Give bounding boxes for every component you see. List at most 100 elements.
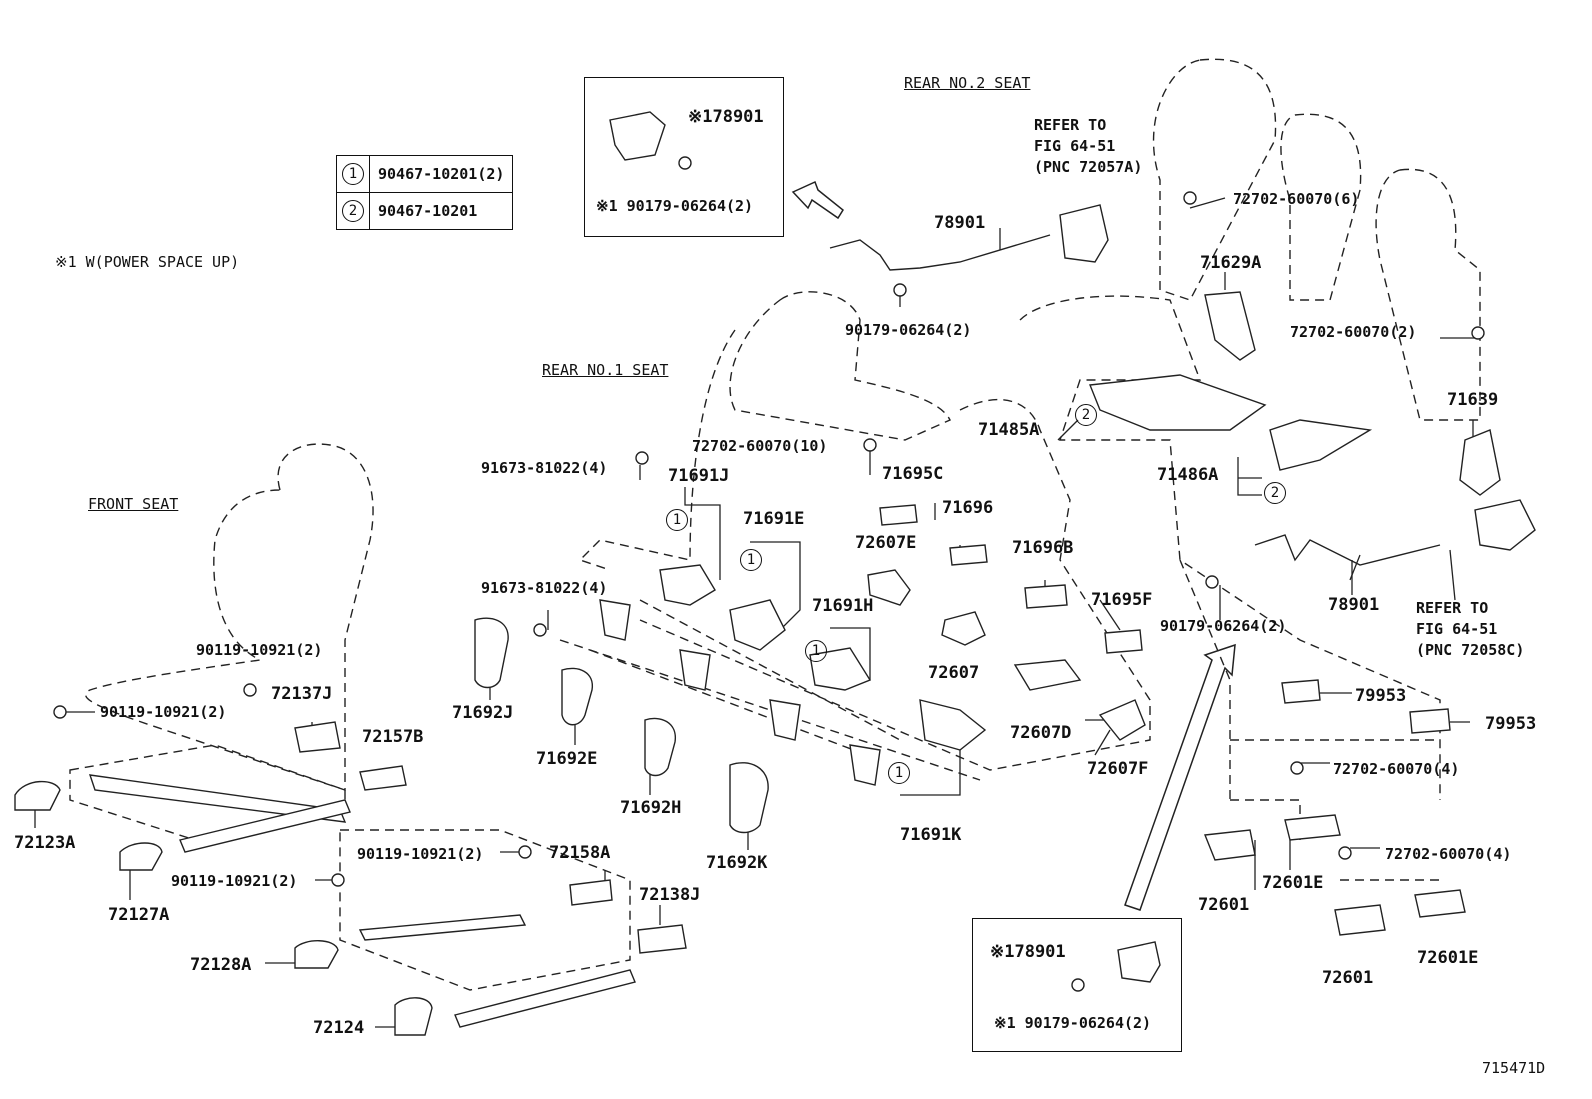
inset-box-bottom	[972, 918, 1182, 1052]
bolt-72702-10	[863, 438, 877, 452]
section-rear2-seat: REAR NO.2 SEAT	[904, 74, 1031, 92]
label-78901-top: 78901	[934, 213, 986, 233]
panel-71485a	[1089, 374, 1267, 431]
callout-1: 1	[888, 762, 910, 784]
cover-72127a	[119, 842, 163, 871]
label-72128a: 72128A	[190, 955, 252, 975]
bolt-front-3	[518, 845, 532, 859]
label-79953-b: 79953	[1485, 714, 1537, 734]
label-72702-4b: 72702-60070(4)	[1385, 845, 1512, 863]
callout-1: 1	[805, 640, 827, 662]
inset-bottom-part: ※178901	[990, 942, 1066, 962]
section-rear1-seat: REAR NO.1 SEAT	[542, 361, 669, 379]
rear1-seat-outline	[578, 329, 736, 571]
bracket-71691k	[919, 699, 987, 751]
legend-part: 90467-10201	[368, 192, 514, 230]
bracket-71629a	[1204, 291, 1256, 361]
label-71691j: 71691J	[668, 466, 730, 486]
callout-1: 1	[740, 549, 762, 571]
rear2-seat-back-1	[1152, 58, 1277, 301]
label-72158a: 72158A	[549, 843, 611, 863]
refer-top-line2: FIG 64-51	[1034, 137, 1116, 155]
callout-2: 2	[1075, 404, 1097, 426]
front-rail-1	[88, 774, 347, 823]
bracket-71691j	[659, 564, 716, 606]
label-90119-a: 90119-10921(2)	[196, 641, 323, 659]
nut-90179-top	[893, 283, 907, 297]
rear1-seat-back	[729, 291, 951, 441]
label-72702-6: 72702-60070(6)	[1233, 190, 1360, 208]
label-72123a: 72123A	[14, 833, 76, 853]
cover-71692e	[561, 667, 593, 726]
section-front-seat: FRONT SEAT	[88, 495, 179, 513]
label-71692e: 71692E	[536, 749, 598, 769]
inset-bottom-nut	[1071, 978, 1085, 992]
legend-row: 2 90467-10201	[336, 192, 514, 230]
cover-72137j	[294, 721, 341, 753]
bracket-72601e-a	[1284, 814, 1341, 841]
refer-top-line1: REFER TO	[1034, 116, 1107, 134]
rear1-rail-dash-1	[559, 639, 981, 781]
front-seat-outline	[84, 443, 374, 791]
label-79953-a: 79953	[1355, 686, 1407, 706]
label-72601e-a: 72601E	[1262, 873, 1324, 893]
bracket-72601-b	[1334, 904, 1386, 936]
label-71695f: 71695F	[1091, 590, 1153, 610]
rear1-cushion	[639, 398, 1151, 771]
label-71692h: 71692H	[620, 798, 682, 818]
cover-71695c	[879, 504, 918, 526]
legend-part: 90467-10201(2)	[368, 155, 514, 193]
cable-78901-top	[829, 234, 1051, 271]
label-71692j: 71692J	[452, 703, 514, 723]
bracket-71486a	[1269, 419, 1373, 471]
figure-id: 715471D	[1482, 1059, 1546, 1077]
front-rail-4	[454, 969, 636, 1028]
legend-symbol: 1	[342, 163, 364, 185]
label-91673-b: 91673-81022(4)	[481, 579, 608, 597]
bracket-72601e-b	[1414, 889, 1466, 918]
label-72601-a: 72601	[1198, 895, 1250, 915]
label-72127a: 72127A	[108, 905, 170, 925]
legend-symbol: 2	[342, 200, 364, 222]
cover-71695f	[1104, 629, 1143, 654]
label-72157b: 72157B	[362, 727, 424, 747]
label-71691k: 71691K	[900, 825, 962, 845]
label-71691e: 71691E	[743, 509, 805, 529]
label-72607e: 72607E	[855, 533, 917, 553]
rail-bracket-1	[599, 599, 631, 641]
label-72607d: 72607D	[1010, 723, 1072, 743]
bolt-front-2	[243, 683, 257, 697]
rear1-rail-dash-2	[589, 649, 881, 761]
cover-71692h	[644, 717, 676, 777]
bolt-91673-b	[533, 623, 547, 637]
bracket-72607f	[1098, 699, 1146, 741]
inset-top-part: ※178901	[688, 107, 764, 127]
refer-right-line3: (PNC 72058C)	[1416, 641, 1525, 659]
rail-bracket-3	[769, 699, 801, 741]
legend-table: 1 90467-10201(2) 2 90467-10201	[336, 155, 514, 230]
bracket-72601-a	[1204, 829, 1256, 861]
label-72702-4a: 72702-60070(4)	[1333, 760, 1460, 778]
bolt-front-1	[53, 705, 67, 719]
refer-top-line3: (PNC 72057A)	[1034, 158, 1143, 176]
cover-72157b	[359, 765, 407, 791]
nut-90179-right	[1205, 575, 1219, 589]
label-72607f: 72607F	[1087, 759, 1149, 779]
rear1-rail-dash-3	[639, 599, 901, 741]
inset-box-top	[584, 77, 784, 237]
label-72702-2: 72702-60070(2)	[1290, 323, 1417, 341]
bolt-91673-a	[635, 451, 649, 465]
bracket-71691h	[809, 647, 872, 691]
cover-79953-b	[1409, 708, 1451, 734]
cover-72138j	[637, 924, 687, 954]
cover-71696	[949, 544, 988, 566]
arrow-bottom	[1124, 643, 1236, 911]
rear2-lower-dash	[1179, 559, 1231, 800]
rail-bracket-4	[849, 744, 881, 786]
inset-top-nut	[678, 156, 692, 170]
cover-71692k	[729, 762, 769, 834]
cover-72124	[394, 997, 433, 1036]
rear2-seat-back-2	[1280, 113, 1362, 301]
label-72601-b: 72601	[1322, 968, 1374, 988]
cover-71692j	[474, 617, 509, 689]
